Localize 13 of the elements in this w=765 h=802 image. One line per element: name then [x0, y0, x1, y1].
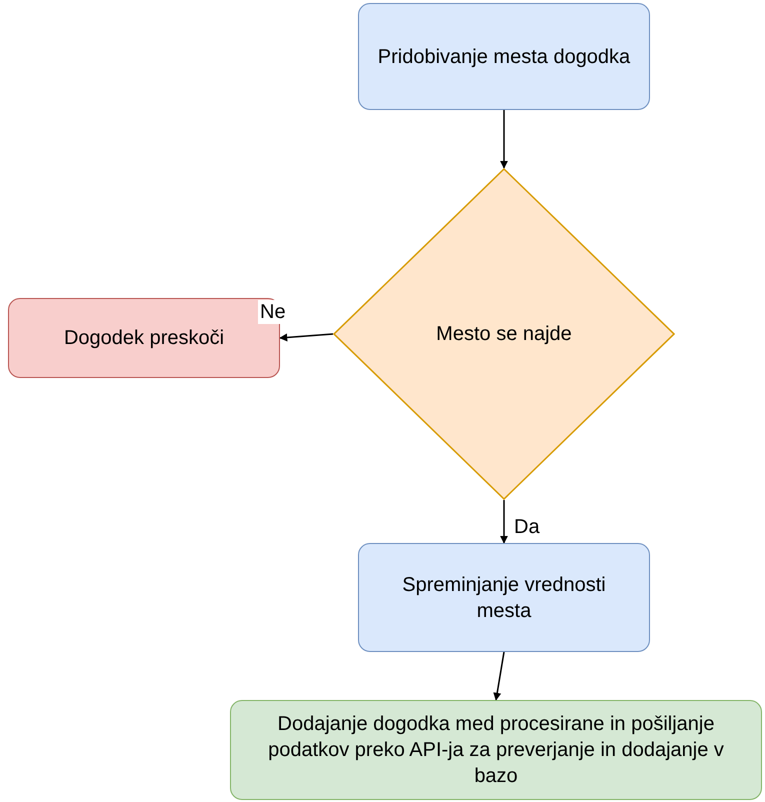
box-text: Mesto se najde — [436, 322, 572, 347]
edge-label: Ne — [258, 300, 288, 324]
process-box — [358, 543, 650, 652]
box-text: Pridobivanje mesta dogodka — [378, 44, 630, 70]
arrow — [279, 333, 334, 342]
arrow — [500, 500, 508, 544]
box-text: Dodajanje dogodka med procesirane in pošiljanje podatkov preko API-ja za preverjanje in dodajanje v bazo — [267, 712, 725, 789]
box-text: Spreminjanje vrednosti mesta — [401, 572, 607, 624]
process-box — [358, 3, 650, 110]
arrow — [493, 652, 505, 701]
box-text: Dogodek preskoči — [64, 326, 224, 351]
arrow — [500, 110, 508, 169]
process-box — [230, 700, 762, 800]
